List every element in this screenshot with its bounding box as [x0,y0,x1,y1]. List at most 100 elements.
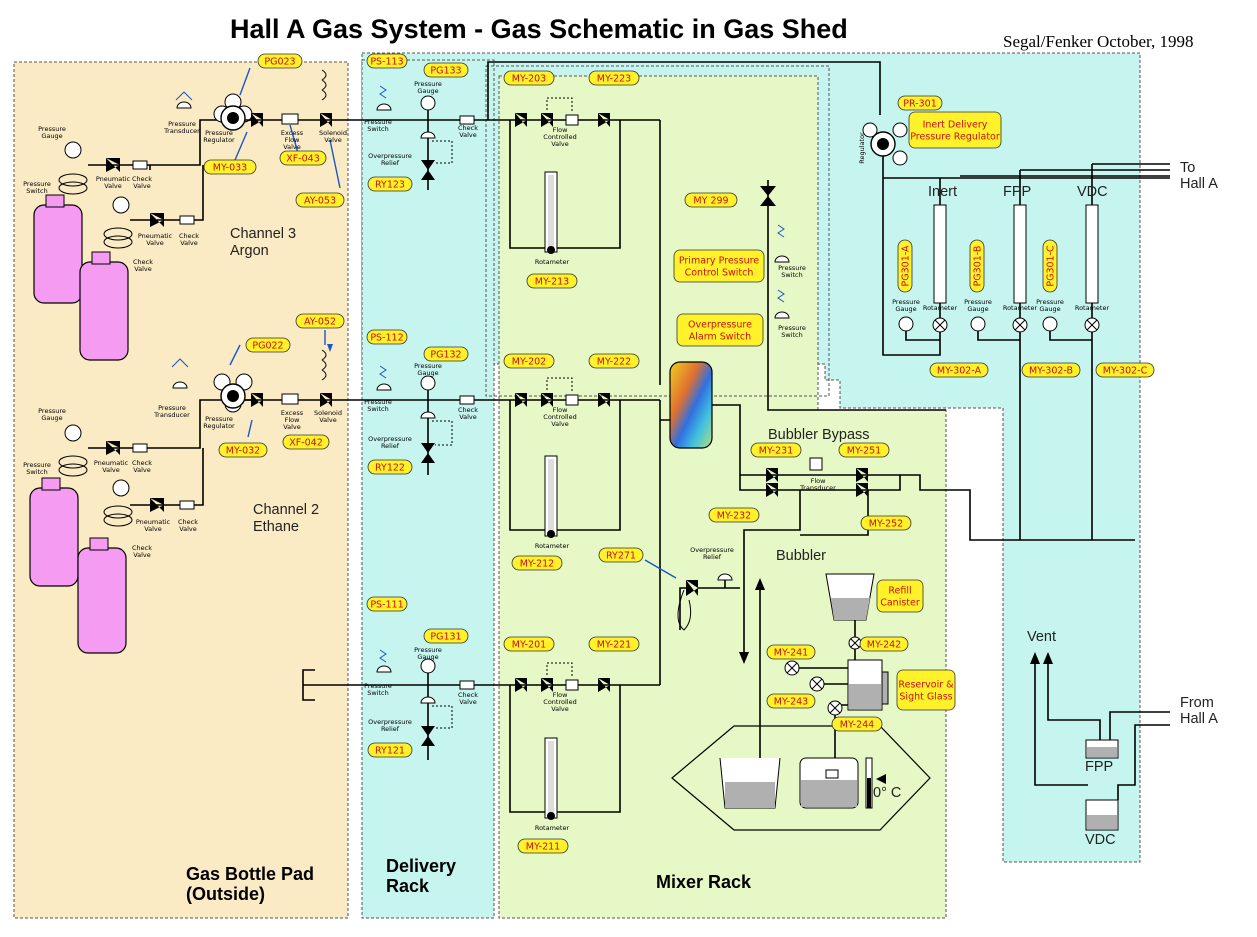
component-label-rotameter: Rotameter [1075,304,1110,312]
relief-dome [420,696,436,704]
valve-x [934,319,1098,331]
relief-valve-icon [421,726,435,746]
vent-arrow [1043,652,1053,664]
flow-arrow-up [755,578,765,590]
tag-label: PR-301 [903,99,937,110]
diagram-title: Hall A Gas System - Gas Schematic in Gas… [230,14,848,44]
tag-my211: MY-211 [517,838,569,854]
switch-dome [376,383,392,391]
to-hall-a-lines [960,163,1170,177]
pressure-regulator-ch3 [213,93,253,131]
vdc-label: VDC [1077,184,1108,200]
tag-label: MY-302-A [937,366,982,377]
excess-flow-valve-icon [281,113,299,125]
check-valve-icon [132,160,148,170]
tag-label: PG023 [264,57,295,68]
tag-my302b: MY-302-B [1021,362,1081,378]
tag-ry122: RY122 [367,459,413,475]
tag-label: RY271 [606,551,636,562]
pressure-transducer-icon [175,91,193,101]
switch-dome [376,103,392,111]
tag-label: PG301-C [1046,245,1057,287]
tag-my231: MY-231 [750,442,802,458]
switch-dome [376,665,392,673]
check-valve-icon [459,115,475,125]
tag-label: MY-231 [759,446,793,457]
pressure-regulator-ch2 [213,373,253,413]
pneumatic-valve-icon [150,498,164,512]
channel-3-gas: Argon [230,243,269,259]
sight-glass-tube [881,671,889,705]
fpp-bubbler-label: FPP [1085,759,1113,775]
tag-pg301a: PG301-A [897,239,913,293]
flow-arrow-down [739,652,749,664]
gas-cylinder-neck [89,537,109,551]
vdc-bubbler-label: VDC [1085,832,1116,848]
pigtail-coil [103,235,133,249]
tag-my242: MY-242 [859,636,909,652]
bubbler-bypass-label: Bubbler Bypass [768,427,870,443]
mixer-train-ch3 [500,97,660,254]
relief-dome [420,411,436,419]
pigtail-coil [103,505,133,519]
thermometer-fill [867,778,871,808]
bubbler-liquid [725,782,775,808]
tag-pg133: PG133 [423,62,469,78]
tag-pg131: PG131 [423,628,469,644]
tag-label: MY-222 [597,357,631,368]
delivery-ch3 [376,85,475,190]
tag-label: AY-053 [304,196,336,207]
tag-my223: MY-223 [588,70,640,86]
relief-dome [420,131,436,139]
rotameter-pipes [939,164,1093,205]
pneumatic-valve-icon [251,393,263,407]
pipe [679,580,740,630]
pneumatic-valve-icon [106,158,120,172]
tag-label: MY-242 [867,640,901,651]
tag-ay053: AY-053 [295,192,345,208]
tag-my302c: MY-302-C [1095,362,1155,378]
relief-vent-dotted [432,705,453,729]
pressure-gauge-icon [112,196,130,214]
tag-label: MY-223 [597,74,631,85]
return-pipes [1034,660,1170,800]
tag-ry123: RY123 [367,176,413,192]
tag-my252: MY-252 [860,515,912,531]
transducer-dome [172,381,188,389]
tag-xf043: XF-043 [279,150,327,166]
tag-label: AY-052 [304,317,336,328]
tag-label: MY-201 [512,640,546,651]
tag-my241: MY-241 [766,644,816,660]
solenoid-coil-icon [321,69,327,101]
pneumatic-valve-icon [106,441,120,455]
valve-icon [766,468,778,482]
tag-label: PS-111 [370,600,403,611]
tag-pg023: PG023 [257,53,303,69]
tag-label: MY-251 [847,446,881,457]
channel-2-label: Channel 2 [253,502,319,518]
tag-label: MY-302-C [1103,366,1148,377]
mixer-train-ch2 [500,377,660,538]
